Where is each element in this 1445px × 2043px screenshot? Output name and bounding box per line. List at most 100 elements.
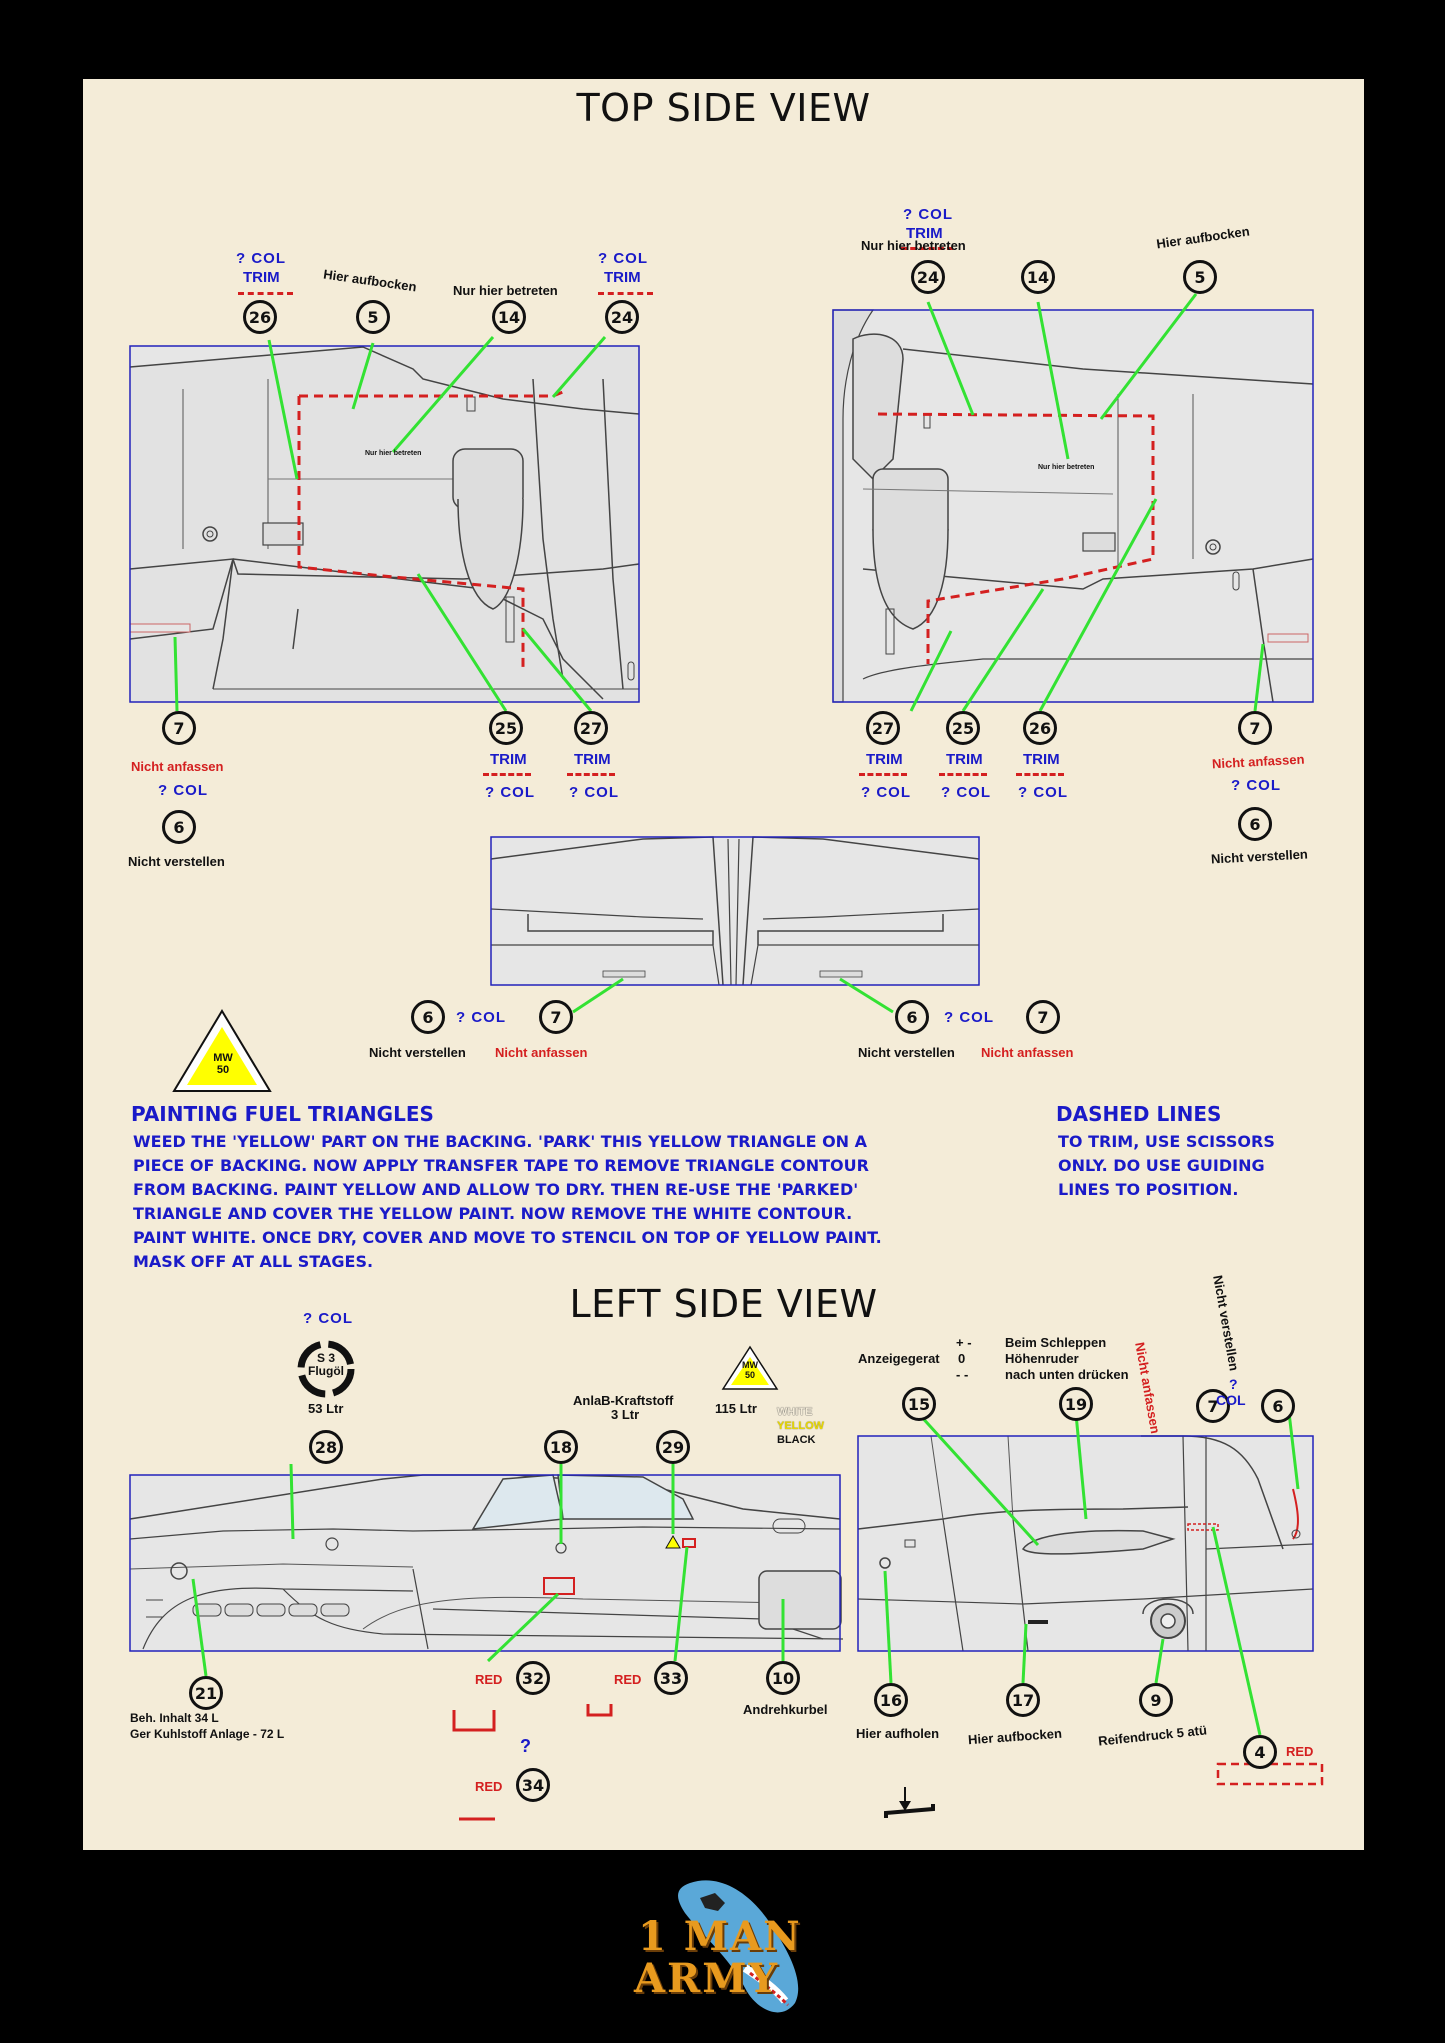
painting-line: MASK OFF AT ALL STAGES. [133, 1252, 374, 1271]
marker-7: 7 [1196, 1389, 1230, 1423]
flugol-text: S 3 Flugöl [301, 1352, 351, 1378]
col-label: ? COL [903, 206, 953, 223]
marker-15: 15 [902, 1387, 936, 1421]
left-tail-drawing [857, 1403, 1314, 1736]
dashed-lines-instructions: TO TRIM, USE SCISSORS ONLY. DO USE GUIDI… [1058, 1130, 1275, 1202]
red-label: RED [475, 1672, 503, 1687]
small-triangle-line1: MW [742, 1360, 758, 1370]
marker-10: 10 [766, 1661, 800, 1695]
jack-point-bracket-icon [884, 1804, 935, 1818]
trim-label: TRIM [866, 751, 903, 768]
logo-emblem-icon [678, 1880, 799, 2013]
nicht-verstellen-label: Nicht verstellen [369, 1045, 466, 1060]
fuel-triangle-text: MW 50 [209, 1052, 237, 1076]
marker-4: 4 [1243, 1735, 1277, 1769]
trim-dash [1016, 773, 1064, 776]
zero-label: 0 [958, 1351, 966, 1366]
trim-label: TRIM [490, 751, 527, 768]
small-triangle-text: MW 50 [734, 1360, 766, 1380]
marker-9: 9 [1139, 1683, 1173, 1717]
trim-dash [598, 292, 653, 295]
trim-dash [901, 247, 953, 250]
marker-6: 6 [1261, 1389, 1295, 1423]
marker-18: 18 [544, 1430, 578, 1464]
painting-line: PAINT WHITE. ONCE DRY, COVER AND MOVE TO… [133, 1228, 882, 1247]
anlab-ltr-label: 3 Ltr [611, 1407, 640, 1422]
marker-24: 24 [911, 260, 945, 294]
decal-placement-sheet: TOP SIDE VIEW LEFT SIDE VIEW ? COL TRIM … [83, 79, 1364, 1850]
marker-28: 28 [309, 1430, 343, 1464]
anzeigegerat-label: Anzeigegerat [858, 1351, 940, 1366]
red-label: RED [614, 1672, 642, 1687]
white-label: WHITE [777, 1406, 813, 1418]
red-bracket-32 [452, 1710, 496, 1732]
nicht-anfassen-label: Nicht anfassen [131, 759, 224, 774]
trim-label: TRIM [574, 751, 611, 768]
marker-26: 26 [1023, 711, 1057, 745]
marker-34: 34 [516, 1768, 550, 1802]
schleppen-line1: Beim Schleppen [1005, 1335, 1107, 1350]
one-man-army-logo: 1 MAN ARMY [630, 1873, 820, 2023]
col-label: ? COL [236, 250, 286, 267]
marker-6: 6 [411, 1000, 445, 1034]
col-label: ? COL [303, 1310, 353, 1327]
marker-5: 5 [1183, 260, 1217, 294]
col-label: ? COL [158, 782, 208, 799]
minus-label: - - [956, 1367, 969, 1382]
marker-19: 19 [1059, 1387, 1093, 1421]
trim-dash [859, 773, 907, 776]
down-arrow-icon [899, 1787, 911, 1811]
trim-dash [939, 773, 987, 776]
marker-26: 26 [243, 300, 277, 334]
fuel-triangle-line1: MW [213, 1052, 233, 1064]
logo-line1: 1 MAN [638, 1913, 802, 1960]
trim-dash [567, 773, 615, 776]
col-label: ? COL [569, 784, 619, 801]
marker-27: 27 [574, 711, 608, 745]
painting-line: TRIANGLE AND COVER THE YELLOW PAINT. NOW… [133, 1204, 853, 1223]
col-label: COL [1216, 1392, 1246, 1408]
inner-stencil-text: Nur hier betreten [1038, 464, 1095, 471]
col-label: ? COL [456, 1009, 506, 1026]
yellow-label: YELLOW [777, 1420, 825, 1432]
col-label: ? COL [1018, 784, 1068, 801]
red-bracket-33 [586, 1704, 613, 1717]
marker-14: 14 [1021, 260, 1055, 294]
anlab-kraftstoff-label: AnlaB-Kraftstoff [573, 1393, 674, 1408]
red-label: RED [1286, 1744, 1314, 1759]
marker-32: 32 [516, 1661, 550, 1695]
marker-21: 21 [189, 1676, 223, 1710]
question-mark-label: ? [520, 1736, 531, 1756]
col-label: ? COL [485, 784, 535, 801]
col-label: ? COL [944, 1009, 994, 1026]
trim-label: TRIM [604, 269, 641, 286]
aircraft-drawings [129, 293, 1324, 1821]
red-dashed-box-4 [1216, 1762, 1324, 1786]
kuhlstoff-label: Ger Kuhlstoff Anlage - 72 L [130, 1727, 285, 1741]
marker-7: 7 [539, 1000, 573, 1034]
marker-33: 33 [654, 1661, 688, 1695]
marker-25: 25 [946, 711, 980, 745]
painting-line: FROM BACKING. PAINT YELLOW AND ALLOW TO … [133, 1180, 859, 1199]
marker-25: 25 [489, 711, 523, 745]
nur-hier-betreten-label: Nur hier betreten [861, 238, 966, 253]
trim-dash [238, 292, 293, 295]
dashed-line-text: TO TRIM, USE SCISSORS [1058, 1132, 1275, 1151]
painting-line: WEED THE 'YELLOW' PART ON THE BACKING. '… [133, 1132, 868, 1151]
col-label: ? COL [861, 784, 911, 801]
schleppen-line3: nach unten drücken [1005, 1367, 1129, 1382]
inner-stencil-text: Nur hier betreten [365, 450, 422, 457]
left-view-title: LEFT SIDE VIEW [569, 1282, 878, 1326]
flugol-marking-graphic [297, 1340, 355, 1398]
nicht-anfassen-label: Nicht anfassen [495, 1045, 588, 1060]
nicht-anfassen-label: Nicht anfassen [981, 1045, 1074, 1060]
top-view-title: TOP SIDE VIEW [576, 86, 871, 130]
flugol-line2: Flugöl [308, 1364, 344, 1378]
marker-27: 27 [866, 711, 900, 745]
marker-29: 29 [656, 1430, 690, 1464]
question-mark-label: ? [1229, 1376, 1238, 1392]
left-fuselage-drawing [129, 1463, 844, 1677]
marker-6: 6 [162, 810, 196, 844]
hier-aufholen-label: Hier aufholen [856, 1726, 940, 1741]
beh-inhalt-label: Beh. Inhalt 34 L [130, 1711, 219, 1725]
